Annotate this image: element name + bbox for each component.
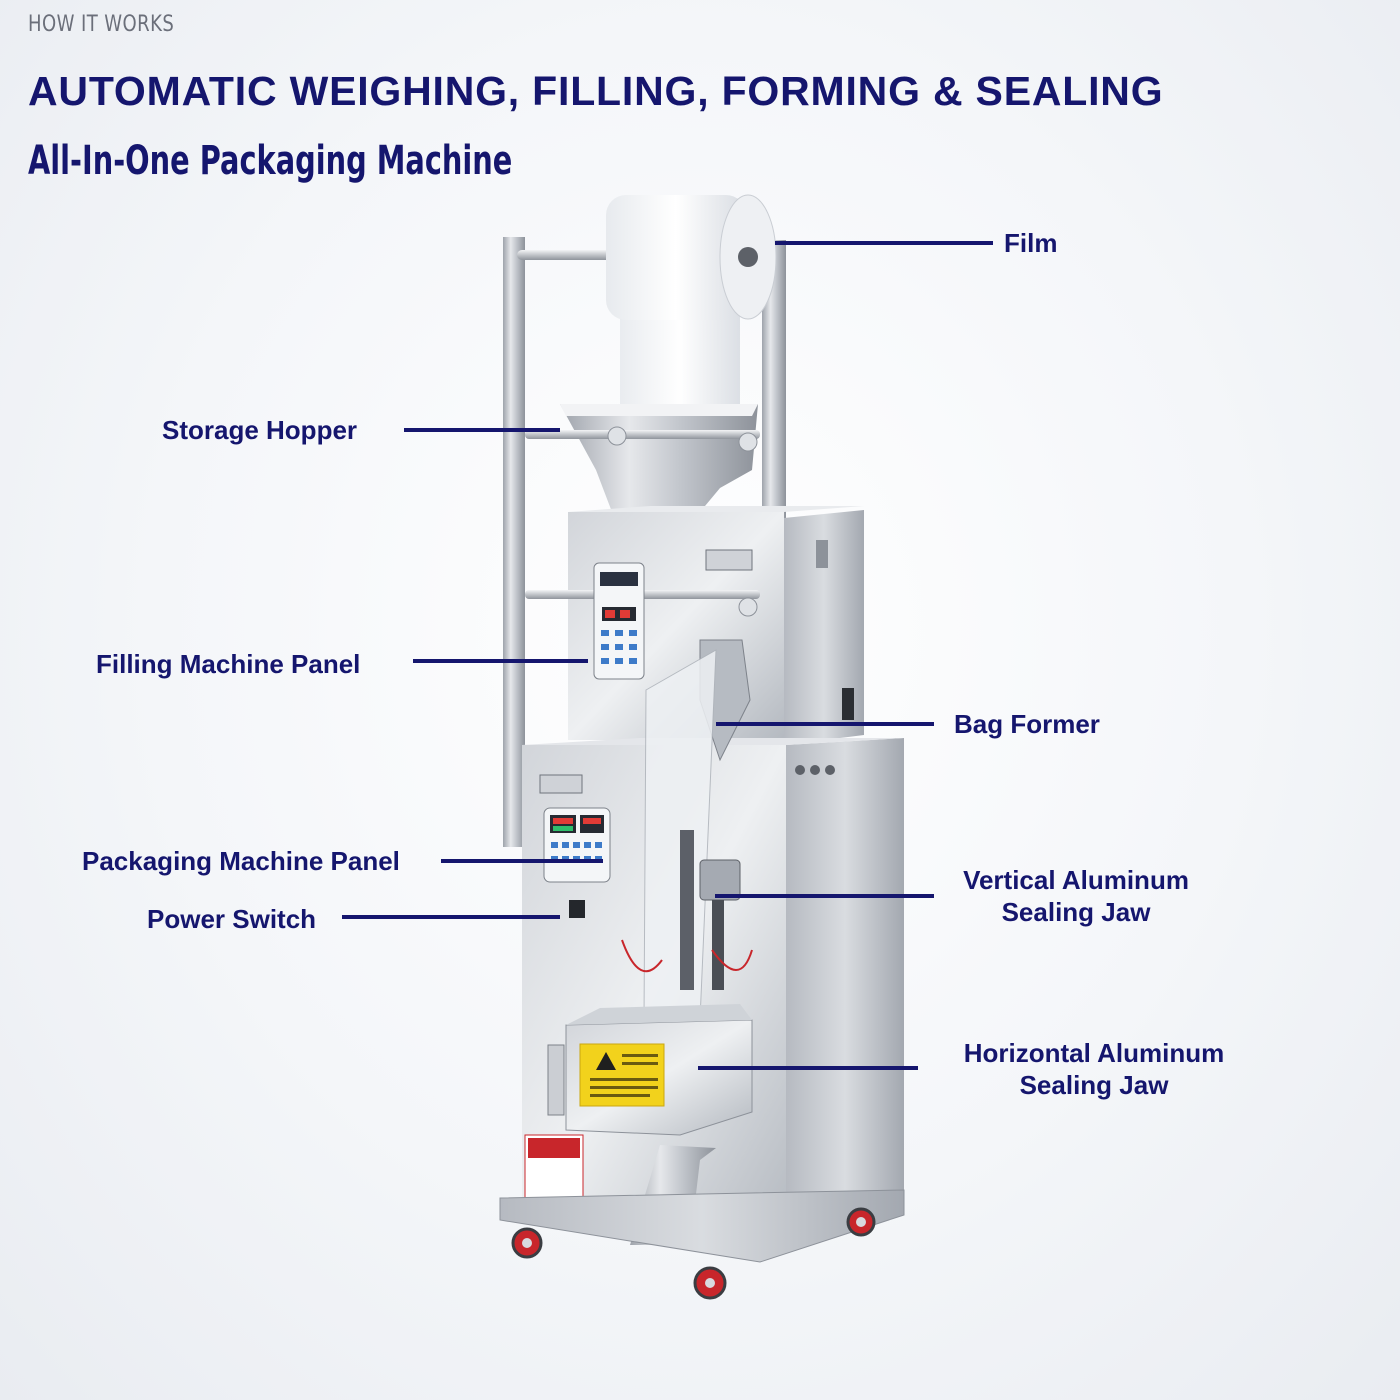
page-title: AUTOMATIC WEIGHING, FILLING, FORMING & S… <box>28 68 1164 114</box>
callout-vertical-sealing-jaw-line2: Sealing Jaw <box>1001 897 1151 927</box>
brand-sticker-band <box>528 1138 580 1158</box>
callout-horizontal-sealing-jaw-line1: Horizontal Aluminum <box>963 1038 1225 1068</box>
callout-packaging-machine-panel: Packaging Machine Panel <box>82 846 400 876</box>
callout-storage-hopper: Storage Hopper <box>162 415 358 445</box>
horizontal-sealing-jaw <box>565 1004 753 1136</box>
callout-film: Film <box>1004 228 1058 258</box>
caster-wheels <box>511 1207 876 1300</box>
storage-hopper <box>525 404 760 512</box>
section-kicker: HOW IT WORKS <box>28 12 175 37</box>
leader-horizontal-sealing-jaw <box>698 1066 918 1070</box>
leader-film <box>775 241 993 245</box>
callout-bag-former: Bag Former <box>954 709 1100 739</box>
callout-horizontal-sealing-jaw: Horizontal Aluminum Sealing Jaw <box>944 1037 1244 1101</box>
vertical-sealing-jaw <box>621 830 753 990</box>
filling-machine-panel <box>593 562 645 680</box>
callout-vertical-sealing-jaw-line1: Vertical Aluminum <box>963 865 1189 895</box>
packaging-machine-panel <box>543 807 611 883</box>
callout-power-switch: Power Switch <box>147 904 317 934</box>
callout-horizontal-sealing-jaw-line2: Sealing Jaw <box>1019 1070 1169 1100</box>
power-switch <box>569 900 585 918</box>
callout-filling-machine-panel: Filling Machine Panel <box>96 649 361 679</box>
leader-storage-hopper <box>404 428 560 432</box>
page-subtitle: All-In-One Packaging Machine <box>28 138 513 184</box>
film-roll <box>517 194 777 420</box>
spec-plate <box>547 1044 565 1116</box>
base-platform <box>499 1189 905 1263</box>
leader-bag-former <box>716 722 934 726</box>
leader-packaging-machine-panel <box>441 859 603 863</box>
callout-vertical-sealing-jaw: Vertical Aluminum Sealing Jaw <box>946 864 1206 928</box>
leader-filling-machine-panel <box>413 659 588 663</box>
leader-vertical-sealing-jaw <box>715 894 934 898</box>
leader-power-switch <box>342 915 560 919</box>
